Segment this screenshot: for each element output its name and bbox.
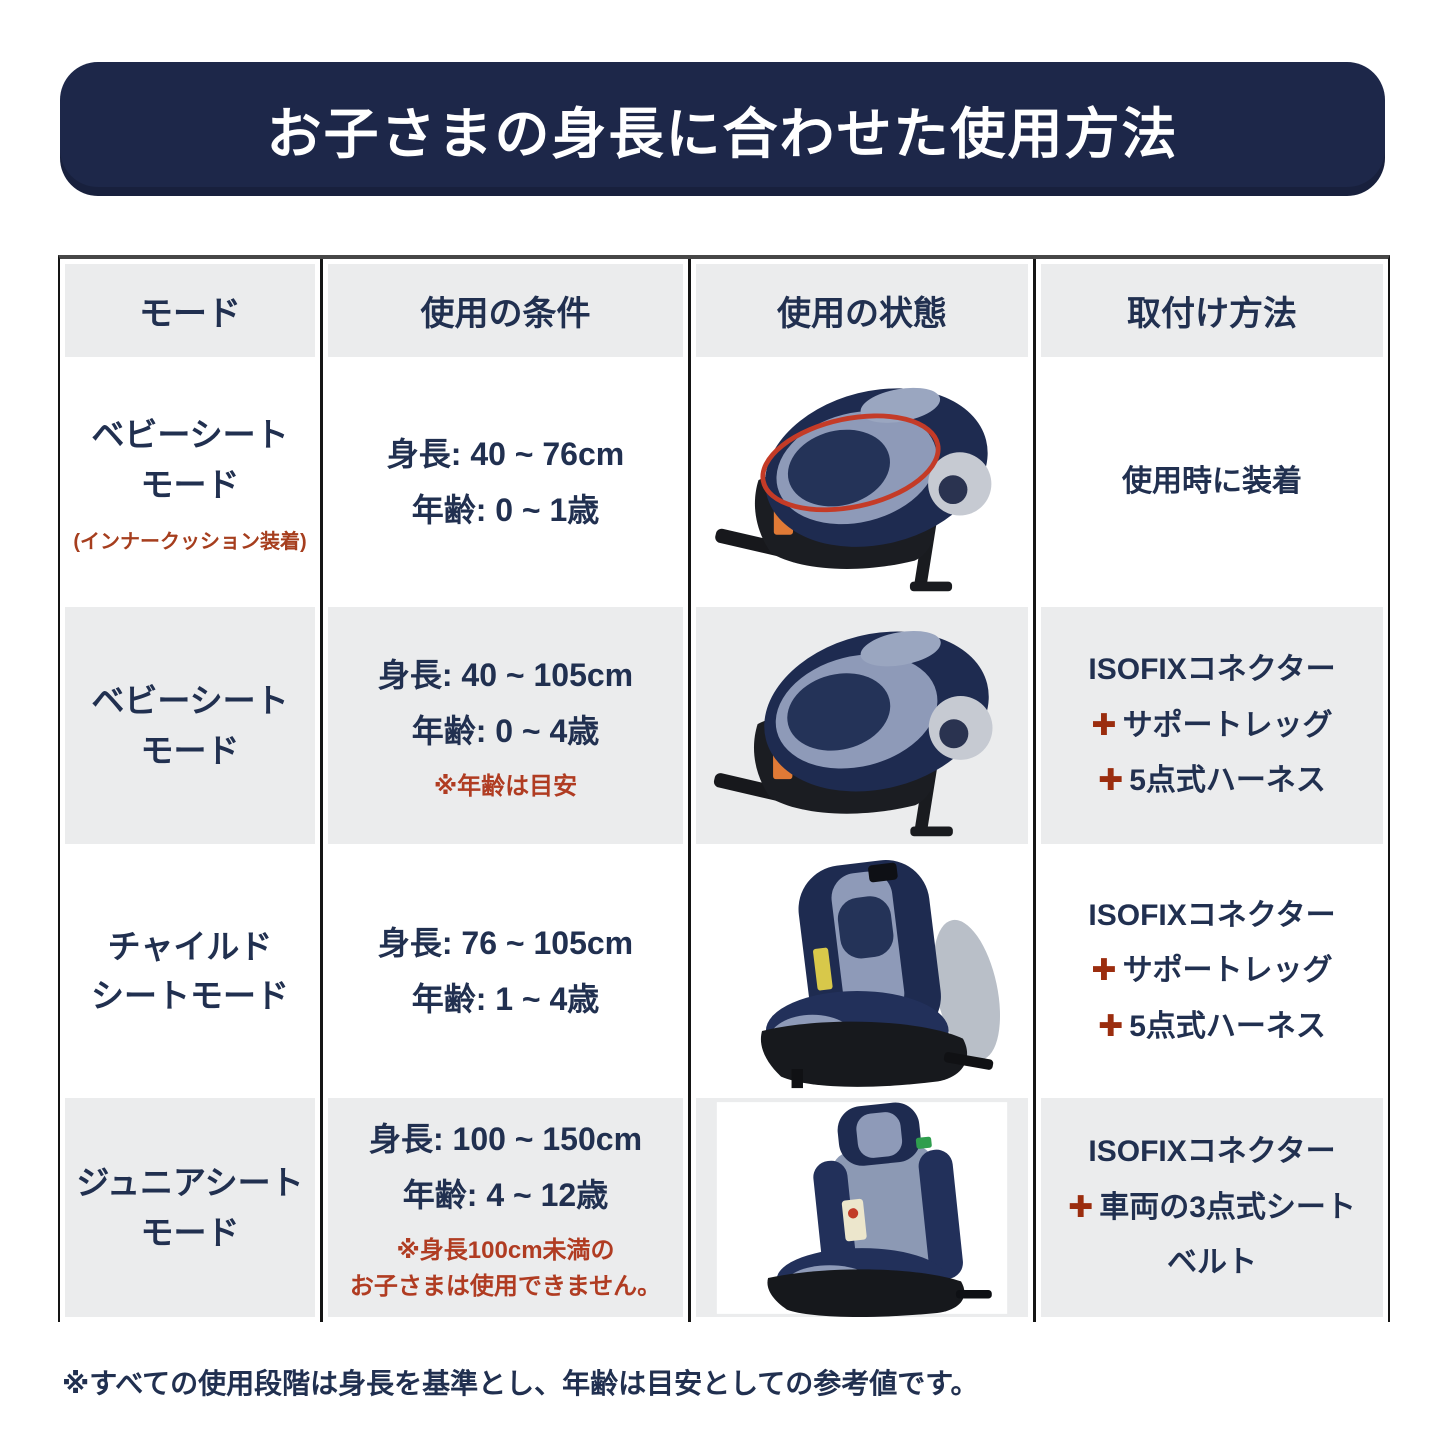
inner-cushion (787, 672, 891, 751)
height-restriction-note-line2: お子さまは使用できません。 (349, 1272, 662, 1300)
right-bolster (918, 1149, 963, 1279)
junior-booster-seat-image (716, 1101, 1008, 1317)
height-range: 身長: 40 ~ 76cm (386, 436, 625, 472)
conditions-cell-row1: 身長: 40 ~ 76cm 年齢: 0 ~ 1歳 (320, 362, 688, 602)
green-clip (915, 1136, 932, 1149)
column-header-mode: モード (60, 259, 320, 362)
seat-shell-group (765, 388, 988, 547)
headrest-pad (856, 1111, 903, 1158)
age-note: ※年齢は目安 (433, 772, 578, 800)
headrest-pad (860, 630, 941, 666)
mode-name: チャイルド シートモード (91, 922, 289, 1021)
seat-base (760, 1021, 968, 1087)
footer-note: ※すべての使用段階は身長を基準とし、年齢は目安としての参考値です。 (62, 1368, 979, 1399)
installation-line2-text: サポートレッグ (1122, 954, 1333, 988)
conditions-cell-row4: 身長: 100 ~ 150cm 年齢: 4 ~ 12歳 ※身長100cm未満の … (320, 1093, 688, 1322)
installation-cell-row2: ISOFIXコネクター ✚ サポートレッグ ✚ 5点式ハーネス (1033, 602, 1388, 849)
sticker-mark (847, 1207, 859, 1218)
side-panel (933, 919, 1001, 1061)
installation-text: 使用時に装着 (1122, 465, 1302, 499)
height-restriction-note-line1: ※身長100cm未満の (396, 1236, 615, 1264)
installation-line2: ✚ 車両の3点式シート (1068, 1180, 1356, 1236)
age-range: 年齢: 4 ~ 12歳 (402, 1176, 609, 1213)
conditions-cell-row2: 身長: 40 ~ 105cm 年齢: 0 ~ 4歳 ※年齢は目安 (320, 602, 688, 849)
yellow-label (813, 947, 833, 991)
installation-line2: ✚ サポートレッグ (1091, 943, 1332, 999)
mode-name-line2: モード (140, 731, 240, 769)
state-image-cell-row1 (688, 362, 1033, 602)
front-leg (791, 1069, 803, 1089)
state-image-cell-row3 (688, 849, 1033, 1093)
mode-cell-row2: ベビーシート モード (60, 602, 320, 849)
installation-cell-row4: ISOFIXコネクター ✚ 車両の3点式シート ベルト (1033, 1093, 1388, 1322)
column-header-installation: 取付け方法 (1033, 259, 1388, 362)
rear-facing-baby-seat-image (699, 367, 1025, 597)
mode-name-line1: ジュニアシート (76, 1164, 304, 1201)
column-header-conditions: 使用の条件 (320, 259, 688, 362)
plus-icon: ✚ (1091, 954, 1117, 988)
page-title: お子さまの身長に合わせた使用方法 (266, 103, 1179, 165)
installation-cell-row3: ISOFIXコネクター ✚ サポートレッグ ✚ 5点式ハーネス (1033, 849, 1388, 1093)
height-range: 身長: 100 ~ 150cm (368, 1120, 643, 1157)
mode-name-line2: モード (140, 1213, 240, 1251)
mode-name-line1: ベビーシート (91, 416, 289, 453)
installation-line2-text: サポートレッグ (1122, 708, 1333, 742)
mode-name-line1: ベビーシート (91, 682, 289, 719)
rear-facing-baby-seat-image (697, 609, 1027, 842)
age-range: 年齢: 1 ~ 4歳 (411, 981, 600, 1017)
height-range: 身長: 76 ~ 105cm (377, 925, 634, 961)
seat-base (767, 1268, 965, 1317)
title-banner: お子さまの身長に合わせた使用方法 (60, 62, 1385, 196)
mode-cell-row4: ジュニアシート モード (60, 1093, 320, 1322)
installation-line3-text: 5点式ハーネス (1129, 1009, 1326, 1043)
plus-icon: ✚ (1091, 708, 1117, 742)
installation-line1: ISOFIXコネクター (1088, 1135, 1336, 1169)
plus-icon: ✚ (1068, 1190, 1094, 1224)
inner-cushion (787, 429, 890, 507)
state-image-cell-row2 (688, 602, 1033, 849)
forward-facing-child-seat-image (700, 852, 1024, 1090)
inner-cushion-note: (インナークッション装着) (73, 531, 307, 553)
warning-sticker (841, 1198, 867, 1241)
mode-name-line1: チャイルド (107, 927, 273, 965)
height-range: 身長: 40 ~ 105cm (377, 656, 634, 693)
installation-line2: ✚ サポートレッグ (1091, 698, 1332, 754)
installation-line1: ISOFIXコネクター (1088, 653, 1336, 687)
installation-line2-text: 車両の3点式シート (1099, 1190, 1356, 1224)
isofix-arm (943, 1052, 994, 1070)
seat-shell-group (764, 631, 989, 791)
installation-line3: ✚ 5点式ハーネス (1098, 753, 1326, 809)
headrest-tag (868, 862, 898, 883)
support-leg-foot (910, 826, 953, 836)
headrest-cushion (837, 896, 894, 959)
age-range: 年齢: 0 ~ 4歳 (411, 712, 600, 749)
installation-line3: ✚ 5点式ハーネス (1098, 999, 1326, 1055)
conditions-cell-row3: 身長: 76 ~ 105cm 年齢: 1 ~ 4歳 (320, 849, 688, 1093)
mode-cell-row3: チャイルド シートモード (60, 849, 320, 1093)
highlight-oval (760, 413, 941, 513)
column-header-state: 使用の状態 (688, 259, 1033, 362)
plus-icon: ✚ (1098, 764, 1124, 798)
mode-name: ベビーシート モード (91, 410, 288, 509)
installation-cell-row1: 使用時に装着 (1033, 362, 1388, 602)
recline-ring-center (939, 718, 969, 748)
mode-name-line2: モード (140, 465, 240, 503)
usage-table: モード 使用の条件 使用の状態 取付け方法 ベビーシート モード (インナークッ… (58, 255, 1390, 1322)
mode-cell-row1: ベビーシート モード (インナークッション装着) (60, 362, 320, 602)
recline-ring-center (938, 475, 968, 505)
mode-name: ベビーシート モード (91, 676, 288, 775)
installation-line3: ベルト (1167, 1246, 1257, 1280)
plus-icon: ✚ (1098, 1009, 1124, 1043)
state-image-cell-row4 (688, 1093, 1033, 1322)
height-restriction-note: ※身長100cm未満の お子さまは使用できません。 (350, 1233, 661, 1305)
installation-line3-text: 5点式ハーネス (1129, 764, 1326, 798)
installation-line1: ISOFIXコネクター (1088, 898, 1336, 932)
mode-name-line2: シートモード (91, 977, 289, 1014)
support-leg-foot (909, 581, 953, 592)
mode-name: ジュニアシート モード (76, 1158, 303, 1257)
age-range: 年齢: 0 ~ 1歳 (411, 492, 600, 528)
isofix-arm (955, 1289, 992, 1299)
